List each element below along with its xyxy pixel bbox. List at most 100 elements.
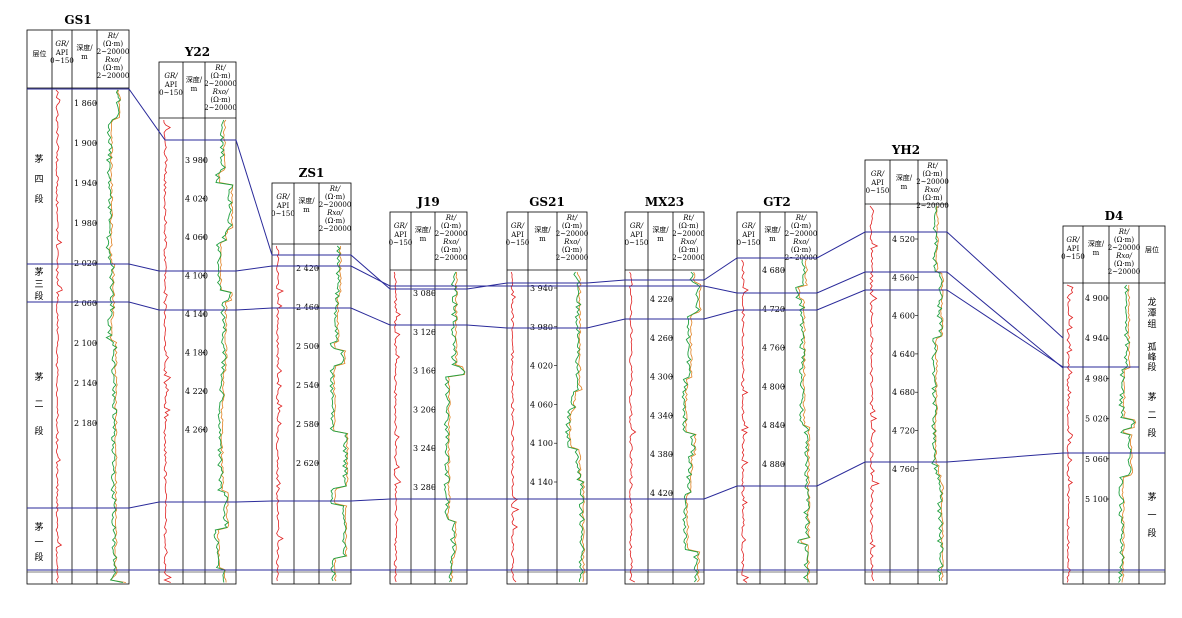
- depth-label: 2 540: [296, 381, 319, 390]
- depth-label: 4 720: [762, 305, 785, 314]
- depth-label: 2 180: [74, 419, 97, 428]
- well-j19: J19GR/API0~150深度/mRt/(Ω·m)2~20000Rxo/(Ω·…: [389, 195, 468, 585]
- rt-unit: (Ω·m): [441, 222, 461, 230]
- well-d4: D4GR/API0~150深度/mRt/(Ω·m)2~20000Rxo/(Ω·m…: [1061, 209, 1166, 585]
- gr-unit: API: [629, 231, 643, 239]
- formation-label-longtan: 龙潭组: [1147, 296, 1156, 330]
- well-zs1: ZS1GR/API0~150深度/mRt/(Ω·m)2~20000Rxo/(Ω·…: [271, 166, 352, 585]
- depth-label: 2 580: [296, 420, 319, 429]
- rt-header: Rt/: [566, 214, 578, 222]
- depth-label: 3 080: [413, 289, 436, 298]
- rt-range: 2~20000: [1108, 244, 1141, 252]
- well-name-zs1: ZS1: [299, 166, 325, 180]
- depth-label: 2 060: [74, 299, 97, 308]
- gr-header: GR/: [630, 222, 644, 230]
- well-name-j19: J19: [416, 195, 439, 209]
- gr-curve: [163, 119, 172, 583]
- depth-label: 4 020: [530, 362, 553, 371]
- depth-header: 深度/: [534, 225, 551, 234]
- rxo-range: 2~20000: [916, 202, 949, 210]
- depth-label: 4 760: [762, 344, 785, 353]
- gr-range: 0~150: [625, 239, 649, 247]
- rt-header: Rt/: [926, 162, 938, 170]
- gr-range: 0~150: [50, 57, 74, 65]
- depth-label: 4 380: [650, 450, 673, 459]
- depth-header: 深度/: [896, 173, 913, 182]
- depth-label: 2 420: [296, 264, 319, 273]
- correlation-line-top-mao1: [27, 452, 1165, 509]
- rt-range: 2~20000: [556, 230, 589, 238]
- depth-unit: m: [1093, 249, 1100, 257]
- gr-header: GR/: [871, 170, 885, 178]
- rt-unit: (Ω·m): [1114, 236, 1134, 244]
- depth-label: 4 680: [892, 388, 915, 397]
- correlation-lines-layer: [27, 88, 1165, 571]
- rt-header: Rt/: [682, 214, 694, 222]
- depth-label: 5 060: [1085, 455, 1108, 464]
- depth-header: 深度/: [298, 196, 315, 205]
- rt-header: Rt/: [107, 32, 119, 40]
- well-name-gt2: GT2: [763, 195, 791, 209]
- rxo-curve: [105, 89, 123, 583]
- rxo-header: Rxo/: [212, 88, 229, 96]
- well-frame: [736, 211, 818, 585]
- rxo-curve: [564, 271, 585, 583]
- rt-curve: [1121, 284, 1137, 583]
- gr-curve: [869, 205, 880, 582]
- well-gs21: GS21GR/API0~150深度/mRt/(Ω·m)2~20000Rxo/(Ω…: [506, 195, 589, 585]
- rt-curve: [447, 271, 466, 583]
- well-frame: [158, 61, 237, 585]
- gr-range: 0~150: [866, 187, 890, 195]
- depth-label: 2 500: [296, 342, 319, 351]
- rxo-range: 2~20000: [204, 104, 237, 112]
- gr-header: GR/: [511, 222, 525, 230]
- well-gt2: GT2GR/API0~150深度/mRt/(Ω·m)2~20000Rxo/(Ω·…: [736, 195, 818, 585]
- depth-label: 4 260: [650, 334, 673, 343]
- depth-label: 4 180: [185, 349, 208, 358]
- rxo-unit: (Ω·m): [1114, 260, 1134, 268]
- gr-curve: [629, 271, 637, 583]
- rxo-curve: [1118, 284, 1136, 583]
- rxo-header: Rxo/: [104, 56, 121, 64]
- gr-curve: [510, 271, 520, 583]
- gr-unit: API: [393, 231, 407, 239]
- rt-curve: [332, 246, 349, 582]
- rt-unit: (Ω·m): [210, 72, 230, 80]
- well-frame: [271, 182, 352, 585]
- rxo-header: Rxo/: [326, 209, 343, 217]
- gr-curve: [1066, 284, 1074, 583]
- rt-unit: (Ω·m): [103, 40, 123, 48]
- gr-curve: [740, 259, 750, 583]
- rxo-curve: [681, 271, 701, 583]
- rt-header: Rt/: [445, 214, 457, 222]
- gr-header: GR/: [742, 222, 756, 230]
- rt-unit: (Ω·m): [562, 222, 582, 230]
- gr-unit: API: [510, 231, 524, 239]
- depth-unit: m: [769, 235, 776, 243]
- rt-range: 2~20000: [97, 48, 130, 56]
- depth-label: 4 520: [892, 235, 915, 244]
- gr-range: 0~150: [389, 239, 413, 247]
- formation-label-mao1-d4: 茅一段: [1147, 492, 1156, 539]
- depth-label: 3 240: [413, 444, 436, 453]
- depth-header: 深度/: [415, 225, 432, 234]
- rt-curve: [216, 119, 234, 583]
- depth-unit: m: [420, 235, 427, 243]
- depth-header: 深度/: [764, 225, 781, 234]
- rxo-curve: [443, 271, 466, 583]
- depth-label: 4 340: [650, 411, 673, 420]
- correlation-line-top-mao3: [27, 263, 1064, 369]
- depth-unit: m: [901, 183, 908, 191]
- rxo-unit: (Ω·m): [678, 246, 698, 254]
- well-mx23: MX23GR/API0~150深度/mRt/(Ω·m)2~20000Rxo/(Ω…: [624, 195, 705, 585]
- rt-unit: (Ω·m): [325, 193, 345, 201]
- depth-label: 4 940: [1085, 334, 1108, 343]
- depth-label: 4 600: [892, 312, 915, 321]
- wells-layer: GS1GR/API0~150深度/mRt/(Ω·m)2~20000Rxo/(Ω·…: [26, 13, 1166, 585]
- depth-label: 4 900: [1085, 294, 1108, 303]
- rt-range: 2~20000: [785, 230, 818, 238]
- gr-curve: [55, 89, 63, 583]
- rt-header: Rt/: [1118, 228, 1130, 236]
- rxo-unit: (Ω·m): [441, 246, 461, 254]
